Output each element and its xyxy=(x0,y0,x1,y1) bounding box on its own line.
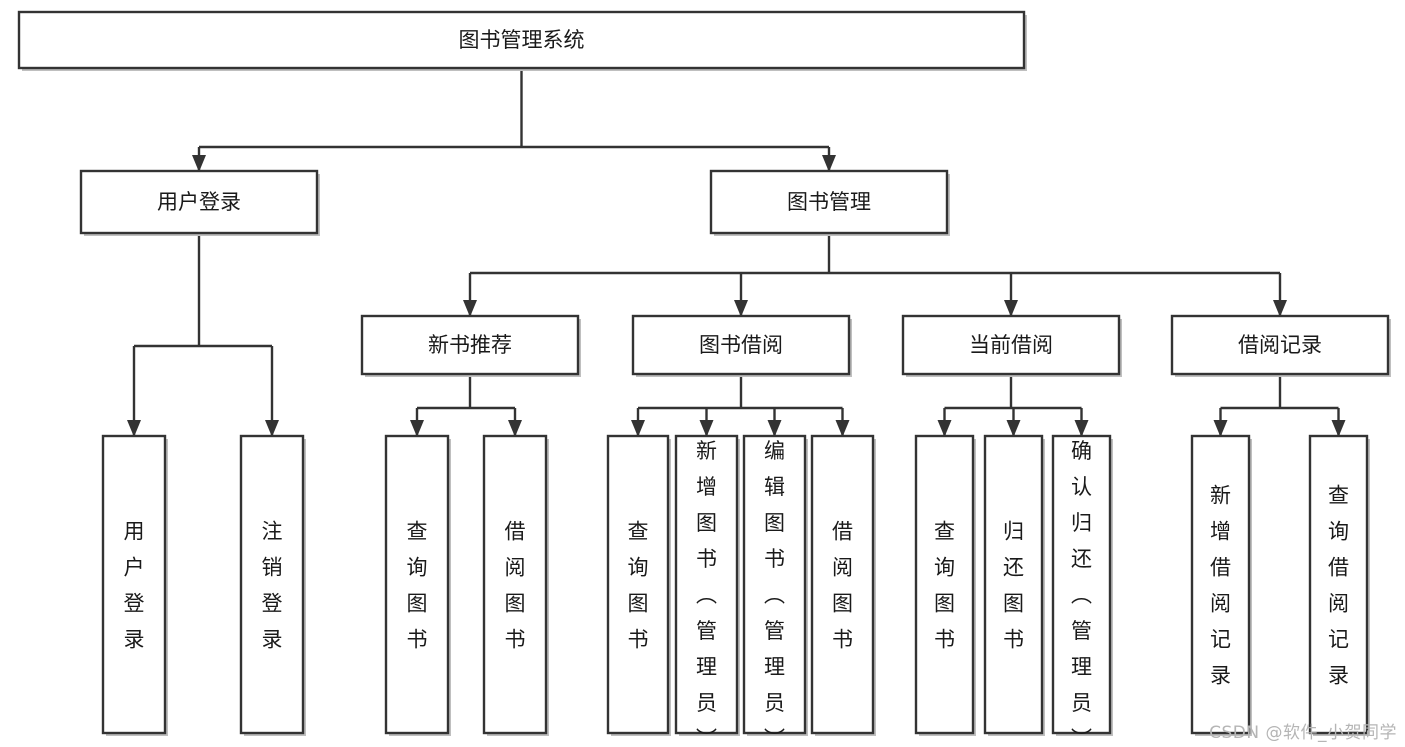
edge-group-book-borrow xyxy=(631,374,850,437)
node-box[interactable] xyxy=(239,434,305,735)
edge-group-borrow-records xyxy=(1213,374,1346,437)
node-box[interactable] xyxy=(631,314,851,376)
node-label: 查询图书 xyxy=(407,520,428,652)
node-root[interactable]: 图书管理系统 xyxy=(17,10,1027,71)
node-label: 注销登录 xyxy=(262,520,283,652)
arrow-head xyxy=(822,155,836,172)
node-box[interactable] xyxy=(914,434,975,735)
arrow-head xyxy=(767,420,782,437)
node-box[interactable] xyxy=(1051,434,1112,735)
node-leaf-logout[interactable]: 注销登录 xyxy=(239,434,306,736)
node-box[interactable] xyxy=(810,434,875,735)
node-leaf-return-book[interactable]: 归还图书 xyxy=(983,434,1045,736)
node-label: 编辑图书︵管理员︶ xyxy=(764,439,785,747)
node-leaf-confirm-return[interactable]: 确认归还︵管理员︶ xyxy=(1051,434,1113,747)
node-label: 用户登录 xyxy=(157,190,241,214)
node-user-login[interactable]: 用户登录 xyxy=(79,169,320,236)
node-label: 查询借阅记录 xyxy=(1328,484,1349,688)
node-label: 图书借阅 xyxy=(699,333,783,357)
node-label: 新增借阅记录 xyxy=(1210,484,1231,688)
node-box[interactable] xyxy=(384,434,450,735)
arrow-head xyxy=(508,420,522,437)
node-box[interactable] xyxy=(1308,434,1369,735)
node-book-borrow[interactable]: 图书借阅 xyxy=(631,314,852,377)
arrow-head xyxy=(1213,420,1228,437)
node-leaf-query-book-1[interactable]: 查询图书 xyxy=(384,434,451,736)
arrow-head xyxy=(127,420,141,437)
node-leaf-borrow-book-1[interactable]: 借阅图书 xyxy=(482,434,549,736)
node-label: 借阅记录 xyxy=(1238,333,1322,357)
node-label: 确认归还︵管理员︶ xyxy=(1071,439,1092,747)
node-borrow-records[interactable]: 借阅记录 xyxy=(1170,314,1391,377)
node-box[interactable] xyxy=(901,314,1121,376)
arrow-head xyxy=(631,420,645,437)
node-label: 当前借阅 xyxy=(969,333,1053,357)
node-label: 借阅图书 xyxy=(505,520,526,652)
node-leaf-edit-book-admin[interactable]: 编辑图书︵管理员︶ xyxy=(742,434,808,747)
node-leaf-add-record[interactable]: 新增借阅记录 xyxy=(1190,434,1252,736)
arrow-head xyxy=(1331,420,1346,437)
node-book-manage[interactable]: 图书管理 xyxy=(709,169,950,236)
node-label: 图书管理 xyxy=(787,190,871,214)
edge-group-new-book-recommend xyxy=(410,374,522,437)
node-label: 查询图书 xyxy=(628,520,649,652)
node-label: 归还图书 xyxy=(1003,520,1024,652)
arrow-head xyxy=(835,420,850,437)
node-label: 用户登录 xyxy=(124,520,145,652)
node-current-borrow[interactable]: 当前借阅 xyxy=(901,314,1122,377)
node-new-book-recommend[interactable]: 新书推荐 xyxy=(360,314,581,377)
arrow-head xyxy=(734,300,748,317)
arrow-head xyxy=(1273,300,1287,317)
arrow-head xyxy=(463,300,477,317)
node-leaf-add-book-admin[interactable]: 新增图书︵管理员︶ xyxy=(674,434,740,747)
arrow-head xyxy=(1006,420,1021,437)
node-box[interactable] xyxy=(606,434,670,735)
node-box[interactable] xyxy=(709,169,949,235)
node-leaf-query-book-2[interactable]: 查询图书 xyxy=(606,434,671,736)
node-box[interactable] xyxy=(1170,314,1390,376)
arrow-head xyxy=(1074,420,1089,437)
node-leaf-borrow-book-2[interactable]: 借阅图书 xyxy=(810,434,876,736)
node-leaf-query-record[interactable]: 查询借阅记录 xyxy=(1308,434,1370,736)
node-label: 借阅图书 xyxy=(832,520,853,652)
edge-group-current-borrow xyxy=(937,374,1089,437)
arrow-head xyxy=(265,420,279,437)
node-leaf-query-book-3[interactable]: 查询图书 xyxy=(914,434,976,736)
node-label: 图书管理系统 xyxy=(459,28,585,52)
edge-group-book-manage xyxy=(463,233,1287,317)
node-box[interactable] xyxy=(101,434,167,735)
edge-group-user-login xyxy=(127,233,279,437)
node-box[interactable] xyxy=(742,434,807,735)
connector-layer xyxy=(127,68,1346,437)
node-label: 新增图书︵管理员︶ xyxy=(696,439,717,747)
arrow-head xyxy=(1004,300,1018,317)
node-box[interactable] xyxy=(1190,434,1251,735)
arrow-head xyxy=(937,420,952,437)
node-layer: 图书管理系统用户登录图书管理新书推荐图书借阅当前借阅借阅记录用户登录注销登录查询… xyxy=(17,10,1391,747)
node-box[interactable] xyxy=(983,434,1044,735)
arrow-head xyxy=(699,420,714,437)
node-label: 查询图书 xyxy=(934,520,955,652)
node-label: 新书推荐 xyxy=(428,333,512,357)
node-box[interactable] xyxy=(482,434,548,735)
arrow-head xyxy=(192,155,206,172)
edge-group-root xyxy=(192,68,836,172)
node-box[interactable] xyxy=(674,434,739,735)
node-box[interactable] xyxy=(79,169,319,235)
arrow-head xyxy=(410,420,424,437)
node-box[interactable] xyxy=(360,314,580,376)
node-box[interactable] xyxy=(17,10,1026,70)
node-leaf-user-login[interactable]: 用户登录 xyxy=(101,434,168,736)
